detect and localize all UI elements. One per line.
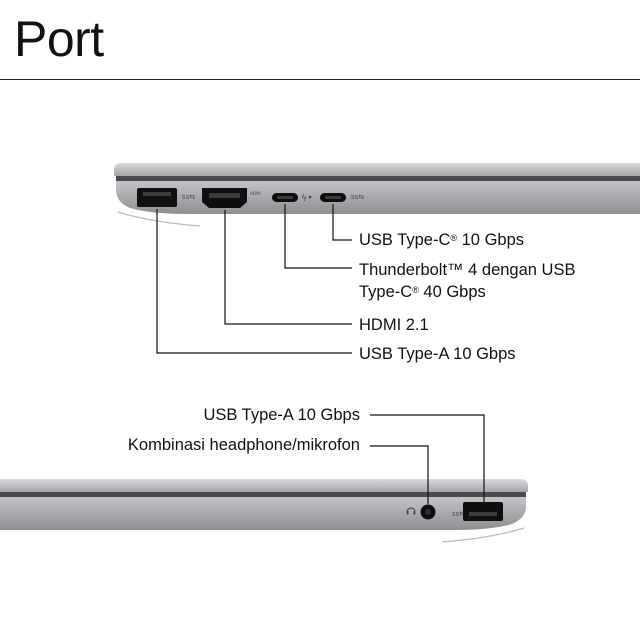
left-laptop-lid [114,163,640,176]
usb-c-port: ss⇆ [320,193,364,202]
right-side-laptop: ss⇆ [0,414,528,543]
label-thunderbolt-line2: Type-C® 40 Gbps [359,283,486,301]
label-thunderbolt: Thunderbolt™ 4 dengan USB Type-C® 40 Gbp… [359,259,575,303]
leader-hdmi [224,210,352,325]
usb-c-ss-mark: ss⇆ [351,193,364,201]
right-laptop-seam [0,492,526,497]
right-laptop-base [0,497,526,530]
hdmi-mark: HDMI [250,191,261,196]
label-hdmi: HDMI 2.1 [359,316,429,334]
hdmi-port: HDMI [202,188,261,208]
leader-audio-jack [370,445,429,504]
usb-ss-mark-right: ss⇆ [452,510,465,518]
left-laptop-foot [117,211,201,227]
page-title: Port [14,11,104,67]
label-audio-jack: Kombinasi headphone/mikrofon [127,436,360,454]
right-laptop-foot [441,527,525,543]
label-usb-a-right: USB Type-A 10 Gbps [203,406,360,424]
label-thunderbolt-line1: Thunderbolt™ 4 dengan USB [359,261,576,279]
usb-a-port-right: ss⇆ [452,502,503,521]
right-leader-lines [370,414,485,504]
leader-thunderbolt [284,204,352,269]
audio-jack [406,504,436,520]
leader-usb-c [332,204,352,241]
usb-a-port-left: ss⇆ [137,188,195,207]
thunderbolt-port: ϟ [272,193,312,204]
leader-usb-a-right [370,414,485,502]
label-usb-a-left: USB Type-A 10 Gbps [359,345,516,363]
left-laptop-seam [116,176,640,181]
leader-usb-a-left [156,209,352,354]
left-side-laptop: ss⇆ HDMI ϟ ss⇆ [114,163,640,354]
headphone-icon [406,507,416,513]
right-laptop-lid [0,479,528,492]
thunderbolt-mark: ϟ [301,194,307,204]
label-usb-c: USB Type-C® 10 Gbps [359,231,525,249]
left-leader-lines [156,204,352,354]
title-divider [0,79,640,80]
usb-ss-mark-left: ss⇆ [182,193,195,201]
